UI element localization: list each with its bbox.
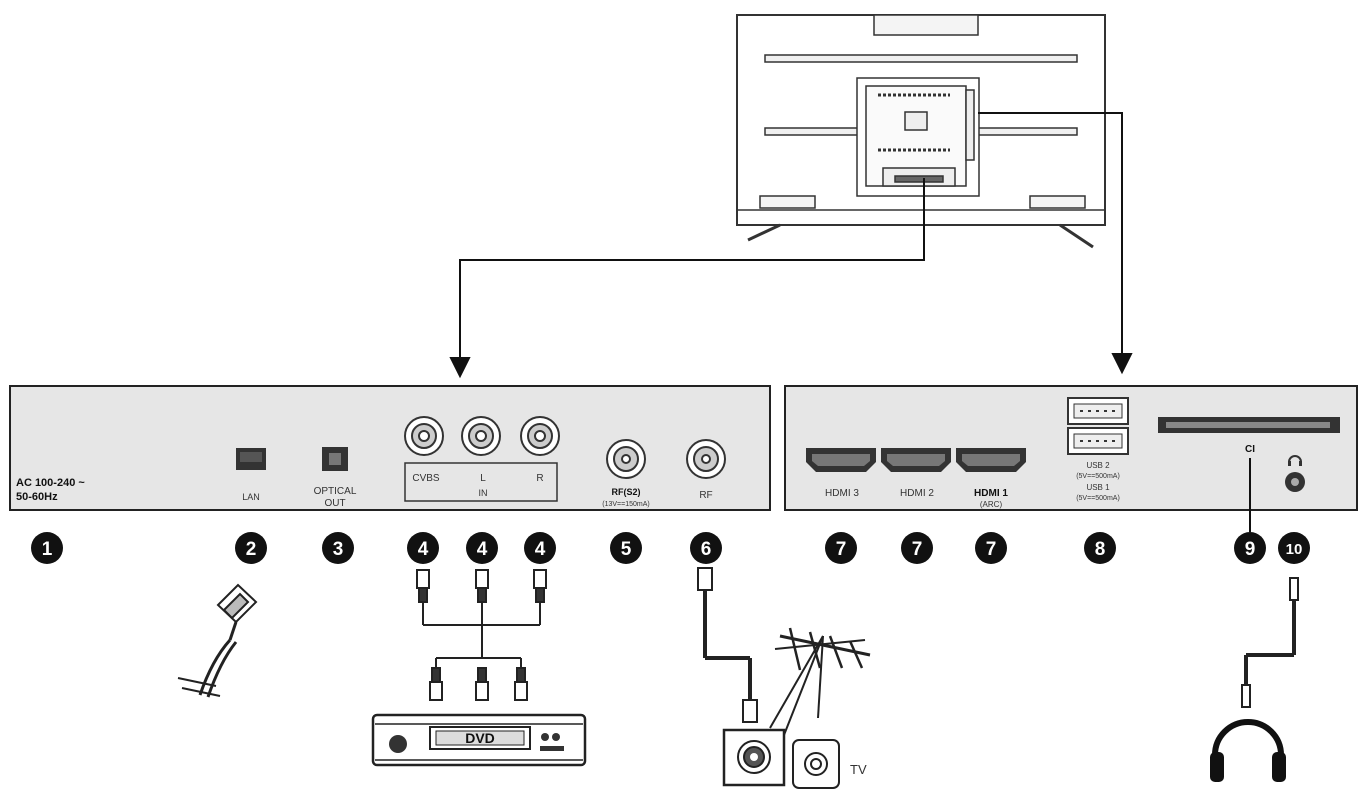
callout-6-number: 6 xyxy=(701,539,712,560)
callout-1-number: 1 xyxy=(42,539,53,560)
optical-label-line1: OPTICAL xyxy=(314,486,357,497)
hdmi1-arc-label: (ARC) xyxy=(980,500,1003,509)
rca-jack-r-icon xyxy=(520,416,560,456)
callout-4-r-number: 4 xyxy=(535,539,546,560)
antenna-icon xyxy=(769,627,871,736)
dvd-label: DVD xyxy=(465,730,495,746)
tv-socket-icon xyxy=(792,739,840,789)
callout-10: 10 xyxy=(1278,532,1310,564)
optical-port-icon xyxy=(322,447,348,471)
audio-r-label: R xyxy=(536,473,543,484)
av-in-label: IN xyxy=(479,488,488,498)
left-connector-panel xyxy=(9,385,771,511)
callout-8-number: 8 xyxy=(1095,539,1106,560)
callout-7-hdmi1: 7 xyxy=(975,532,1007,564)
rf-jack-icon xyxy=(686,439,726,479)
power-label-line2: 50-60Hz xyxy=(16,491,58,503)
tv-socket-label: TV xyxy=(850,762,867,777)
hdmi1-label: HDMI 1 xyxy=(974,488,1008,499)
rf-s2-jack-icon xyxy=(606,439,646,479)
lan-port-icon xyxy=(236,448,266,470)
usb2-sublabel: (5V==500mA) xyxy=(1076,473,1120,480)
callout-9: 9 xyxy=(1234,532,1266,564)
headphone-port-icon xyxy=(1285,455,1305,492)
tv-rear-icon xyxy=(736,14,1106,249)
lan-label: LAN xyxy=(242,492,260,502)
callout-4-cvbs-number: 4 xyxy=(418,539,429,560)
callout-3: 3 xyxy=(322,532,354,564)
usb1-label: USB 1 xyxy=(1086,483,1110,492)
ci-label: CI xyxy=(1245,444,1255,455)
headphones-icon xyxy=(1210,719,1286,782)
rf-s2-label: RF(S2) xyxy=(612,487,641,497)
hdmi2-port-icon xyxy=(881,448,951,472)
callout-2-number: 2 xyxy=(246,539,257,560)
usb1-sublabel: (5V==500mA) xyxy=(1076,495,1120,502)
headphone-cable xyxy=(1241,577,1299,708)
cvbs-label: CVBS xyxy=(412,473,440,484)
callout-2: 2 xyxy=(235,532,267,564)
callout-1: 1 xyxy=(31,532,63,564)
callout-4-cvbs: 4 xyxy=(407,532,439,564)
callout-3-number: 3 xyxy=(333,539,344,560)
callout-9-number: 9 xyxy=(1245,539,1256,560)
av-in-box xyxy=(404,462,558,502)
usb2-label: USB 2 xyxy=(1086,461,1110,470)
callout-7-hdmi1-number: 7 xyxy=(986,539,997,560)
hdmi2-label: HDMI 2 xyxy=(900,488,934,499)
callout-8: 8 xyxy=(1084,532,1116,564)
rf-s2-sublabel: (13V==150mA) xyxy=(602,501,649,508)
callout-4-l: 4 xyxy=(466,532,498,564)
callout-7-hdmi2: 7 xyxy=(901,532,933,564)
callout-7-hdmi2-number: 7 xyxy=(912,539,923,560)
hdmi3-label: HDMI 3 xyxy=(825,488,859,499)
callout-4-r: 4 xyxy=(524,532,556,564)
power-label-line1: AC 100-240 ~ xyxy=(16,477,85,489)
rca-jack-l-icon xyxy=(461,416,501,456)
callout-5-number: 5 xyxy=(621,539,632,560)
rf-label: RF xyxy=(699,490,712,501)
wall-socket-icon xyxy=(722,728,786,787)
usb-port-2-icon xyxy=(1067,397,1129,425)
usb-port-1-icon xyxy=(1067,427,1129,455)
dvd-player-icon xyxy=(371,713,587,767)
connector-arrows xyxy=(449,112,1133,379)
callout-10-number: 10 xyxy=(1286,541,1303,558)
optical-label-line2: OUT xyxy=(324,498,345,509)
rca-cable-bundle xyxy=(416,569,547,701)
hdmi1-port-icon xyxy=(956,448,1026,472)
hdmi3-port-icon xyxy=(806,448,876,472)
ci-slot-icon xyxy=(1158,417,1340,433)
callout-6: 6 xyxy=(690,532,722,564)
rca-jack-cvbs-icon xyxy=(404,416,444,456)
audio-l-label: L xyxy=(480,473,486,484)
rf-cable xyxy=(697,567,758,723)
callout-7-hdmi3-number: 7 xyxy=(836,539,847,560)
callout-5: 5 xyxy=(610,532,642,564)
callout-7-hdmi3: 7 xyxy=(825,532,857,564)
callout-4-l-number: 4 xyxy=(477,539,488,560)
lan-cable-icon xyxy=(177,583,258,698)
